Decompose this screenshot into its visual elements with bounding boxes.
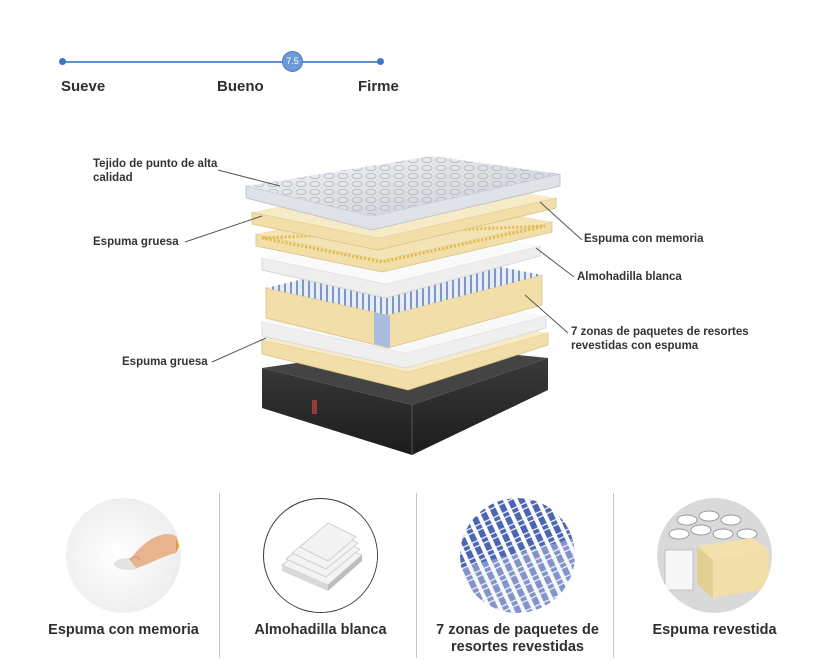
pocket-springs-icon [460, 498, 575, 613]
callout-lines [184, 169, 583, 363]
feature-divider [613, 493, 614, 658]
callout-springs: 7 zonas de paquetes de resortes revestid… [571, 326, 749, 352]
callout-white-pad: Almohadilla blanca [577, 271, 682, 283]
memory-foam-finger-icon [66, 498, 181, 613]
firmness-start-dot [59, 58, 66, 65]
feature-divider [219, 493, 220, 658]
feature-encased-foam: Espuma revestida [616, 488, 813, 663]
callout-thick-foam-lower: Espuma gruesa [122, 356, 208, 368]
encased-foam-icon [657, 498, 772, 613]
firmness-value-knob: 7.5 [282, 51, 303, 72]
mattress-illustration [184, 156, 583, 455]
feature-white-pad: Almohadilla blanca [222, 488, 419, 663]
firmness-scale: 7.5 Sueve Bueno Firme [0, 0, 820, 110]
feature-caption: Espuma con memoria [48, 622, 199, 638]
firmness-label-soft: Sueve [61, 78, 106, 95]
layer-top-fabric [245, 156, 561, 231]
firmness-end-dot [377, 58, 384, 65]
white-pad-stack-icon [263, 498, 378, 613]
callout-thick-foam-upper: Espuma gruesa [93, 236, 179, 248]
feature-caption: 7 zonas de paquetes de resortes revestid… [436, 622, 599, 655]
firmness-label-medium: Bueno [217, 78, 264, 95]
feature-memory-foam: Espuma con memoria [25, 488, 222, 663]
feature-pocket-springs: 7 zonas de paquetes de resortes revestid… [419, 488, 616, 663]
feature-caption: Almohadilla blanca [254, 622, 387, 638]
firmness-track [63, 61, 381, 63]
callout-memory-foam: Espuma con memoria [584, 233, 704, 245]
mattress-layers-diagram: Tejido de punto de alta calidad Espuma g… [0, 140, 820, 470]
feature-divider [416, 493, 417, 658]
feature-caption: Espuma revestida [652, 622, 777, 638]
callout-top-fabric: Tejido de punto de alta calidad [93, 158, 218, 184]
feature-row: Espuma con memoria Almohadilla blanca [25, 488, 815, 663]
firmness-label-firm: Firme [358, 78, 399, 95]
